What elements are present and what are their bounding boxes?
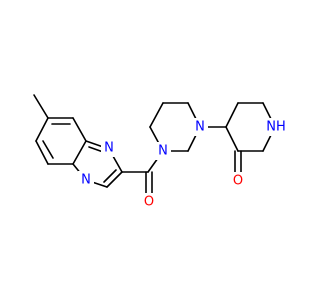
atom-label-o-lactam: O: [233, 174, 243, 189]
bond-imid-3: [106, 171, 123, 188]
bond-pyr-3: [72, 140, 87, 165]
bond-pyz-7: [225, 126, 239, 152]
bond-pyr-6: [35, 117, 49, 142]
atom-label-n-imidazole: N: [104, 141, 114, 156]
bond-pyr-5-inner: [42, 140, 54, 159]
bond-pyr-2: [72, 117, 87, 142]
bond-pip-5: [149, 102, 164, 128]
bond-imid-3-inner: [103, 169, 117, 183]
atom-label-n-piperazine: N: [158, 144, 168, 159]
atom-label-nh-lactam: NH: [266, 120, 286, 135]
atom-label-n-bridgehead-pyridine: N: [81, 173, 91, 188]
atom-label-layer: N N N N NH O O: [78, 118, 289, 211]
molecule-diagram: N N N N NH O O: [33, 94, 289, 211]
atom-label-o-amide: O: [144, 195, 154, 210]
bond-pyz-2: [225, 102, 239, 128]
molecule-structure-svg: N N N N NH O O: [33, 94, 289, 211]
atom-label-n-bridgehead-pyrazine: N: [195, 120, 205, 135]
bond-pyr-5: [35, 140, 49, 165]
bond-methyl: [33, 94, 49, 119]
